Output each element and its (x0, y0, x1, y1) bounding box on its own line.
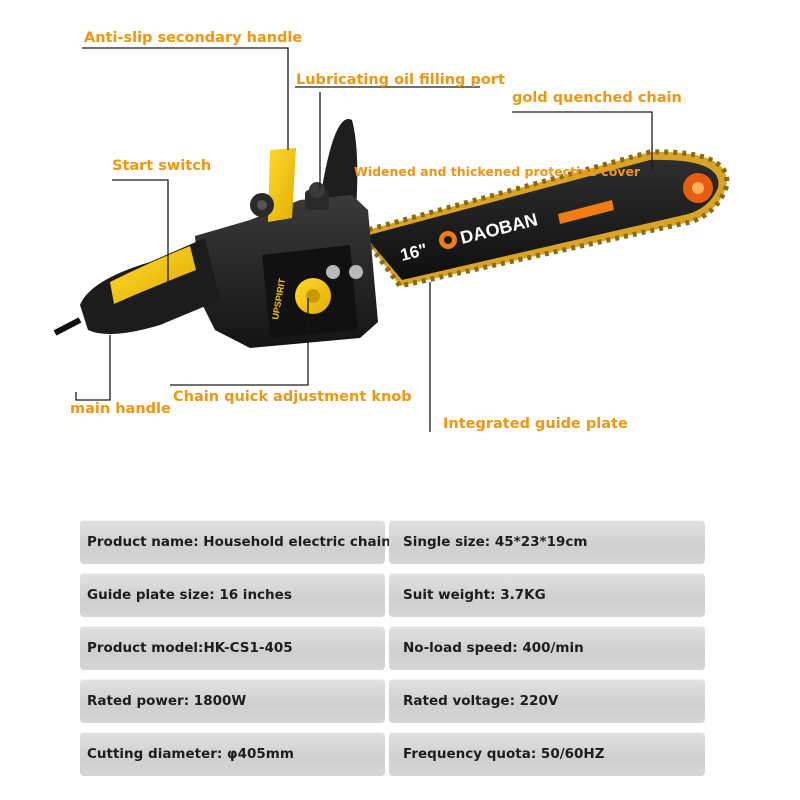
spec-cell: Guide plate size: 16 inches (80, 573, 385, 617)
spec-cell: Rated voltage: 220V (389, 679, 705, 723)
spec-guide-plate-size: Guide plate size: 16 inches (87, 587, 292, 603)
spec-cutting-diameter: Cutting diameter: φ405mm (87, 746, 294, 762)
spec-row: Rated power: 1800W Rated voltage: 220V (80, 679, 705, 723)
spec-row: Cutting diameter: φ405mm Frequency quota… (80, 732, 705, 776)
oil-port-label: Lubricating oil filling port (296, 72, 505, 88)
main-handle-label: main handle (70, 401, 171, 417)
adjust-knob-label: Chain quick adjustment knob (173, 389, 412, 405)
guide-plate-label: Integrated guide plate (443, 416, 628, 432)
spec-cell: Product name: Household electric chain s… (80, 520, 425, 564)
start-switch-label: Start switch (112, 158, 212, 174)
spec-cell: Single size: 45*23*19cm (389, 520, 705, 564)
spec-cell: No-load speed: 400/min (389, 626, 705, 670)
gear-logo-icon (439, 231, 457, 249)
anti-slip-handle-label: Anti-slip secondary handle (84, 30, 303, 46)
spec-row: Guide plate size: 16 inches Suit weight:… (80, 573, 705, 617)
cover-label: Widened and thickened protective cover (354, 164, 641, 179)
spec-frequency: Frequency quota: 50/60HZ (403, 746, 605, 762)
power-cord (53, 317, 82, 336)
bolt (349, 265, 363, 279)
protective-cover (320, 119, 358, 210)
guide-bar: 16" DAOBAN (365, 159, 719, 280)
spec-row: Product name: Household electric chain s… (80, 520, 705, 564)
spec-cell: Suit weight: 3.7KG (389, 573, 705, 617)
bar-accent-stripe (558, 200, 614, 224)
motor-body: UPSPIRIT (195, 195, 378, 348)
secondary-handle (250, 148, 296, 222)
callout-leaders (75, 47, 653, 432)
spec-single-size: Single size: 45*23*19cm (403, 534, 588, 550)
chain-label: gold quenched chain (512, 90, 682, 106)
chainsaw-illustration: 16" DAOBAN UPSPIRIT (53, 47, 730, 432)
rear-handle (53, 238, 220, 336)
spec-cell: Frequency quota: 50/60HZ (389, 732, 705, 776)
spec-rated-power: Rated power: 1800W (87, 693, 247, 709)
spec-rated-voltage: Rated voltage: 220V (403, 693, 559, 709)
oil-cap (305, 182, 329, 210)
bolt (326, 265, 340, 279)
spec-product-model: Product model:HK-CS1-405 (87, 640, 293, 656)
spec-product-name: Product name: Household electric chain s… (87, 534, 426, 550)
spec-no-load-speed: No-load speed: 400/min (403, 640, 584, 656)
spec-cell: Product model:HK-CS1-405 (80, 626, 385, 670)
spec-cell: Rated power: 1800W (80, 679, 385, 723)
spec-cell: Cutting diameter: φ405mm (80, 732, 385, 776)
spec-suit-weight: Suit weight: 3.7KG (403, 587, 546, 603)
spec-row: Product model:HK-CS1-405 No-load speed: … (80, 626, 705, 670)
adjust-knob (295, 278, 331, 314)
